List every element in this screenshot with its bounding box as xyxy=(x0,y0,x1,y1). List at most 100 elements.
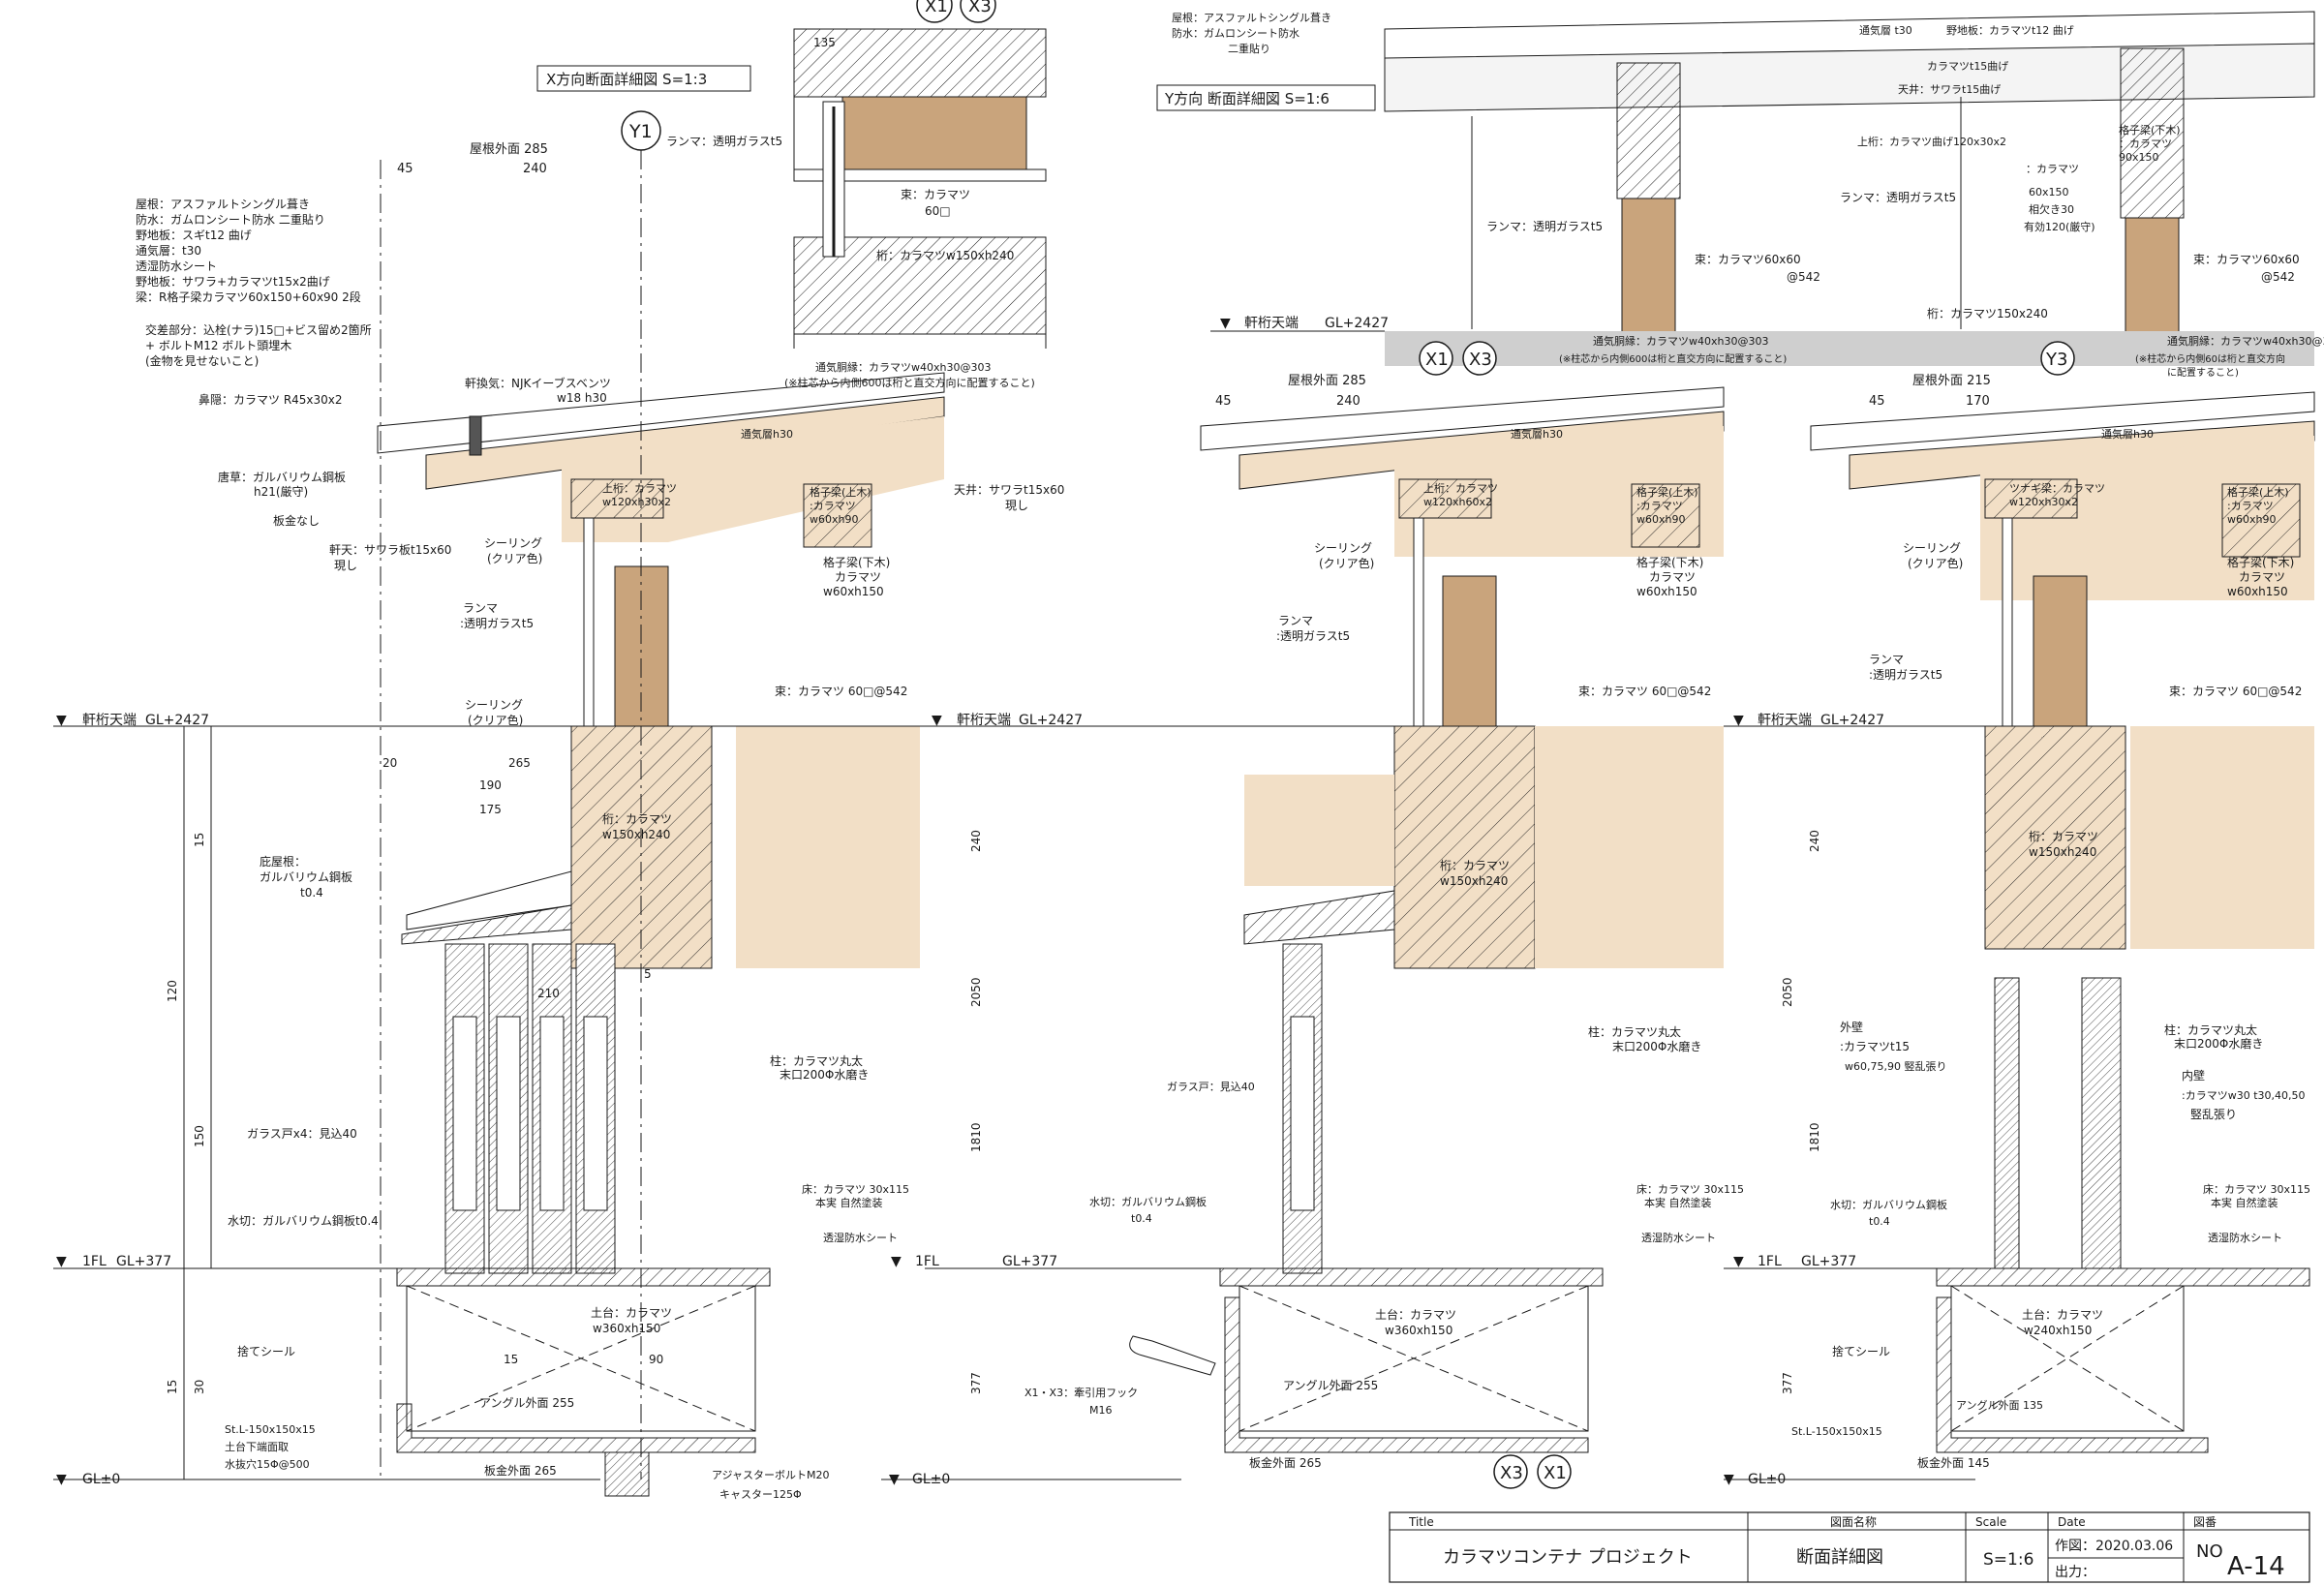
x-dim-359: 30 xyxy=(193,1380,206,1394)
right-dodai xyxy=(1950,1285,2185,1432)
yr-floor: 床：カラマツ 30x115 xyxy=(2203,1182,2310,1196)
mid-angle xyxy=(1224,1296,1589,1453)
ym-gl: GL±0 xyxy=(912,1472,950,1487)
lbl-nokiten: 軒天：サワラ板t15x60 xyxy=(329,543,451,557)
yt-yukou: 有効120(厳守) xyxy=(2024,220,2095,233)
lbl-ranma2: :透明ガラスt5 xyxy=(460,617,534,630)
lbl-hana: 鼻隠：カラマツ R45x30x2 xyxy=(199,392,343,407)
x-vent-layer: 通気層h30 xyxy=(741,427,793,441)
ym-koshi-up3: w60xh90 xyxy=(1636,513,1685,526)
mid-grid-x3-label: X3 xyxy=(1469,350,1492,370)
ym-sealing: シーリング xyxy=(1314,541,1372,555)
tb-h-name: 図面名称 xyxy=(1830,1514,1877,1529)
tb-output: 出力： xyxy=(2055,1565,2095,1580)
joint-0: 交差部分：込栓(ナラ)15□+ビス留め2箇所 xyxy=(145,322,372,337)
lbl-tenjo2: 現し xyxy=(1005,499,1028,512)
yr-1fl-val: GL+377 xyxy=(1801,1254,1856,1269)
x-roof-outer: 屋根外面 285 xyxy=(470,142,548,157)
ym-koshi-low3: w60xh150 xyxy=(1636,585,1697,598)
y-beam-keta xyxy=(1385,331,2314,366)
yt-aikaki: 相欠き30 xyxy=(2029,202,2074,216)
yr-sealing2: (クリア色) xyxy=(1908,557,1963,570)
lbl-tsuka: 束：カラマツ 60□@542 xyxy=(775,685,907,698)
ym-hook2: M16 xyxy=(1089,1404,1113,1417)
adjuster xyxy=(604,1451,650,1497)
yr-naiheki2: :カラマツw30 t30,40,50 xyxy=(2182,1089,2306,1102)
lvl-gl-mark: ▼ xyxy=(56,1472,67,1487)
x-dim-377: 15 xyxy=(166,1380,179,1394)
yt-karamatsu: カラマツt15曲げ xyxy=(1927,60,2008,73)
ym-roof-outer: 屋根外面 285 xyxy=(1288,374,1366,388)
ym-dim-1810: 1810 xyxy=(969,1122,983,1152)
ym-glassdoor: ガラス戸：見込40 xyxy=(1167,1081,1255,1093)
grid-x3-label: X3 xyxy=(968,0,992,16)
mid-grid-bottom-1: X1 xyxy=(1544,1463,1567,1483)
x-vent-note2: (※柱芯から内側600は桁と直交方向に配置すること) xyxy=(784,376,1035,389)
floor-board xyxy=(396,1267,771,1287)
mid-lattice-upper xyxy=(1631,483,1700,548)
mid-grid-x3 xyxy=(1462,341,1497,376)
yt-level-val: GL+2427 xyxy=(1325,316,1389,331)
lbl-sealing2: (クリア色) xyxy=(487,552,542,565)
yr-stl: St.L-150x150x15 xyxy=(1791,1425,1882,1438)
lbl-karakusa: 唐草：ガルバリウム鋼板 xyxy=(218,470,346,484)
joint-2: (金物を見せないこと) xyxy=(145,353,259,368)
yr-dim-377: 377 xyxy=(1781,1372,1794,1394)
lbl-koshi-low2: カラマツ xyxy=(835,570,881,584)
lbl-koshi-up3: w60xh90 xyxy=(810,513,858,526)
yr-koshi-low3: w60xh150 xyxy=(2227,585,2288,598)
ym-uwageta: 上桁：カラマツ xyxy=(1423,481,1498,495)
lvl-1fl-mark: ▼ xyxy=(56,1254,67,1269)
ym-hashira: 柱：カラマツ丸太 xyxy=(1588,1024,1681,1039)
lbl-caster: キャスター125Φ xyxy=(719,1488,802,1501)
spec-0: 屋根：アスファルトシングル葺き xyxy=(136,198,310,211)
x-dim-240: 15 xyxy=(193,833,206,847)
ym-vent-layer: 通気層h30 xyxy=(1511,427,1563,441)
tb-h-date: Date xyxy=(2058,1515,2086,1529)
right-tsunagi xyxy=(1984,478,2078,519)
lvl-nokigeta-mark: ▼ xyxy=(56,713,67,728)
right-grid-y3-label: Y3 xyxy=(2045,350,2067,370)
yr-level: 軒桁天端 xyxy=(1758,713,1812,728)
yr-naiheki: 内壁 xyxy=(2182,1068,2205,1083)
yt-koshi2: ：カラマツ xyxy=(2119,137,2172,150)
grid-x1-label: X1 xyxy=(925,0,948,16)
right-keta xyxy=(1984,725,2126,950)
yt-vent-note: 通気胴縁：カラマツw40xh30@303 xyxy=(1593,334,1768,348)
panel-y-mid: X1 X3 X3 X1 xyxy=(881,341,1725,1489)
ym-tosshitsu: 透湿防水シート xyxy=(1641,1231,1716,1244)
lbl-floor: 床：カラマツ 30x115 xyxy=(802,1182,909,1196)
lbl-kankiki2: w18 h30 xyxy=(557,391,607,405)
mid-glassdoor-pane xyxy=(1290,1016,1315,1211)
spec-6: 梁：R格子梁カラマツ60x150+60x90 2段 xyxy=(136,290,361,304)
ym-ranma2: :透明ガラスt5 xyxy=(1276,629,1350,643)
yt-vent-note-r: 通気胴縁：カラマツw40xh30@303 xyxy=(2167,334,2324,348)
ym-dim-2050: 2050 xyxy=(969,977,983,1007)
yr-gaiheki3: w60,75,90 竪乱張り xyxy=(1845,1060,1946,1073)
title-block: Title 図面名称 Scale Date 図番 カラマツコンテナ プロジェクト… xyxy=(1389,1511,2310,1583)
lvl-nokigeta-val: GL+2427 xyxy=(145,713,209,728)
yr-keta: 桁：カラマツ xyxy=(2029,830,2098,843)
yr-dim-45: 45 xyxy=(1869,394,1885,409)
wall-wood-bg xyxy=(736,726,920,968)
ym-floor2: 本実 自然塗装 xyxy=(1644,1196,1712,1209)
tb-h-title: Title xyxy=(1408,1515,1434,1529)
yr-roof-outer: 屋根外面 215 xyxy=(1912,374,1991,388)
yr-gl-mark: ▼ xyxy=(1724,1472,1734,1487)
yr-dim-170: 170 xyxy=(1966,394,1990,409)
ym-dim-377: 377 xyxy=(969,1372,983,1394)
yt-level: 軒桁天端 xyxy=(1244,316,1299,331)
ym-dim-240: 240 xyxy=(1336,394,1361,409)
ym-hook: X1・X3：牽引用フック xyxy=(1024,1386,1138,1399)
lbl-koshi-low3: w60xh150 xyxy=(823,585,884,598)
yt-nojiita: 野地板：カラマツt12 曲げ xyxy=(1946,23,2074,37)
yr-level-mark: ▼ xyxy=(1733,713,1744,728)
yr-hashira2: 末口200Φ水磨き xyxy=(2174,1037,2263,1051)
lbl-floor2: 本実 自然塗装 xyxy=(815,1196,883,1209)
labels-y: Y方向 断面詳細図 S=1:6 屋根：アスファルトシングル葺き 防水：ガムロンシ… xyxy=(889,11,2324,1487)
yt-vent: 通気層 t30 xyxy=(1859,23,1912,37)
ym-dodai: 土台：カラマツ xyxy=(1375,1307,1456,1322)
lbl-ranma: ランマ xyxy=(463,601,498,615)
right-lattice-upper xyxy=(2221,483,2301,558)
